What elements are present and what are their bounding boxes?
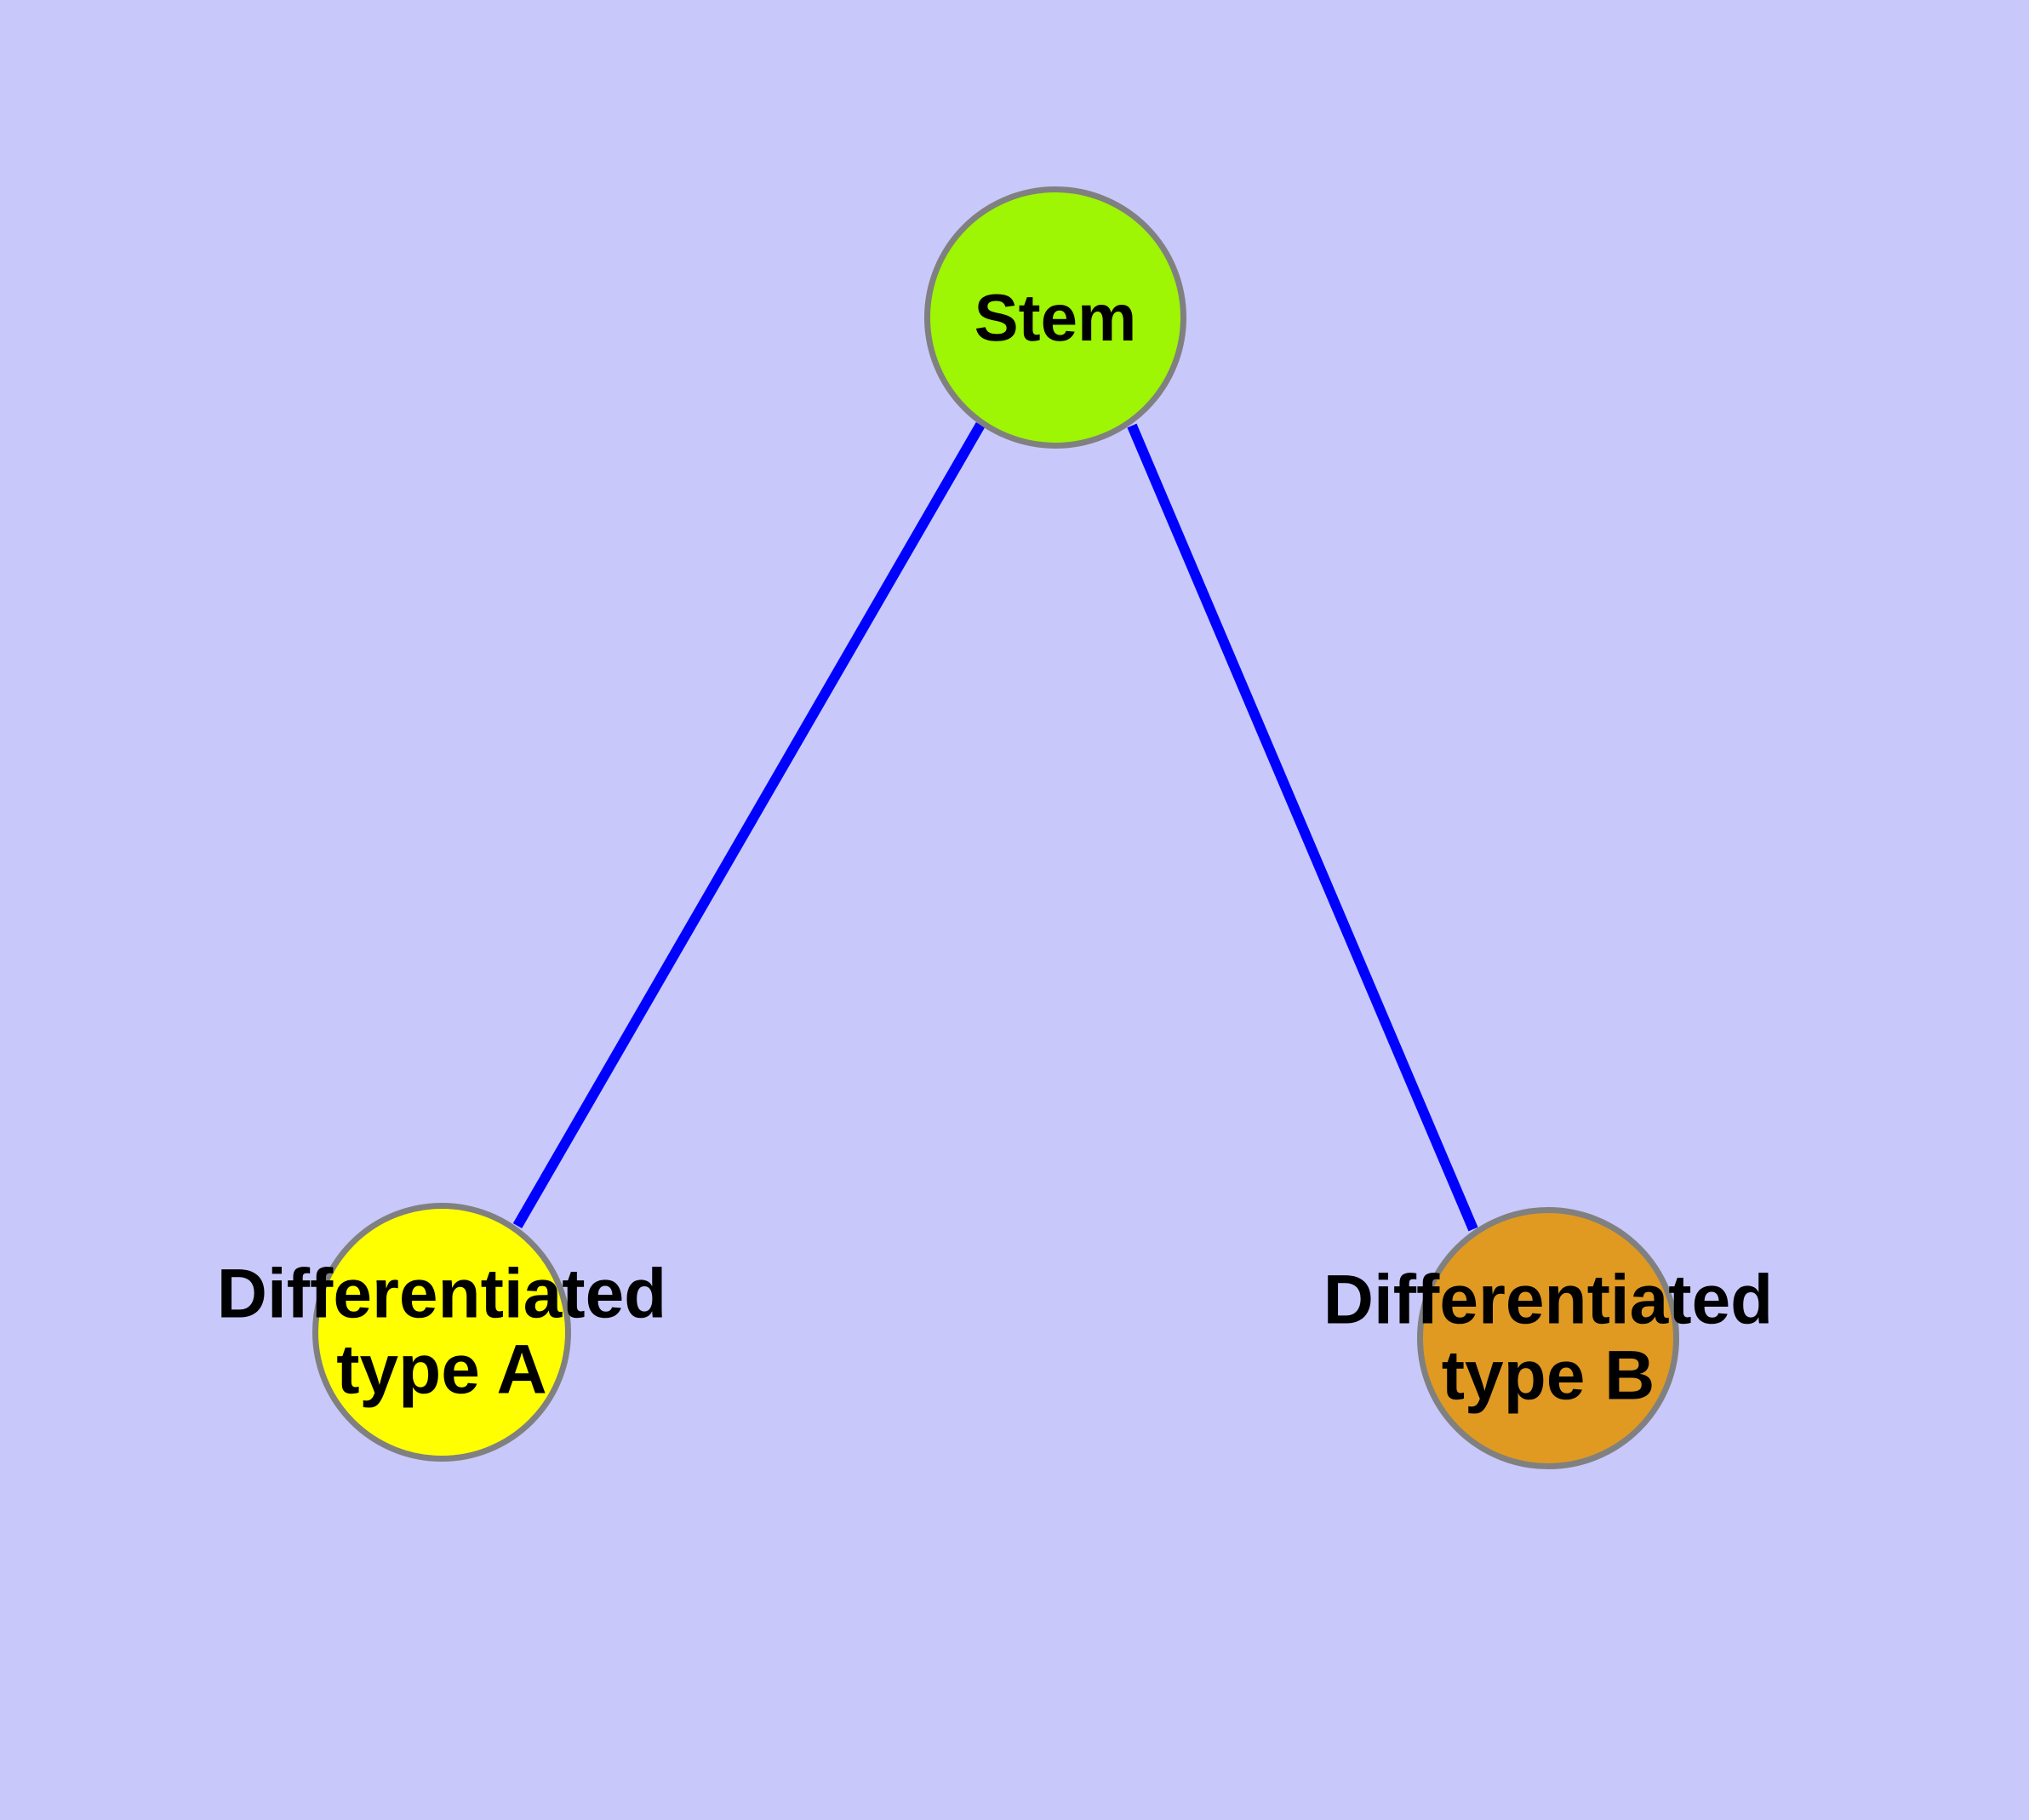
node-differentiated-type-b[interactable] — [1417, 1207, 1679, 1469]
node-stem[interactable] — [924, 186, 1186, 449]
edge-layer — [512, 421, 1478, 1232]
node-layer — [312, 186, 1679, 1469]
edge-stem-to-diff-b[interactable] — [1127, 423, 1478, 1232]
node-differentiated-type-a[interactable] — [312, 1203, 571, 1462]
edge-stem-to-diff-a[interactable] — [512, 421, 986, 1229]
